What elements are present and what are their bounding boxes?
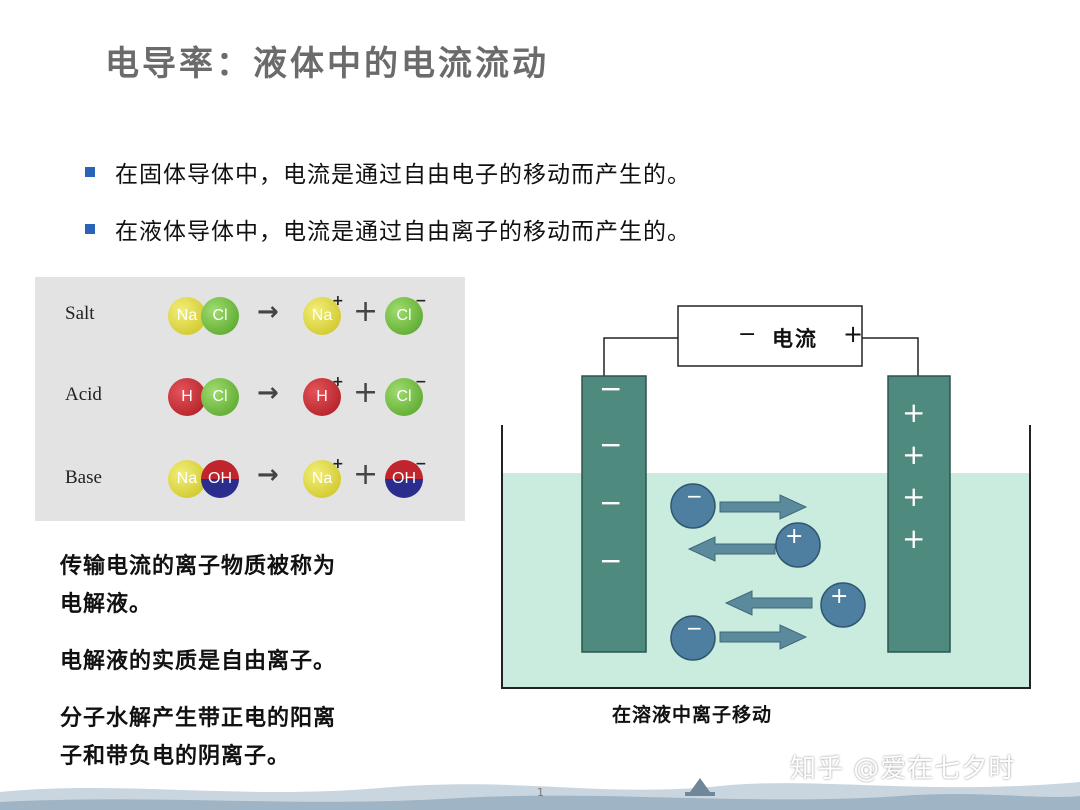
ion-cl: Cl [385, 378, 423, 416]
watermark: 知乎 @爱在七夕时 [790, 754, 1016, 784]
page-number: 1 [537, 786, 544, 799]
current-minus-sign: − [738, 322, 757, 347]
reaction-arrow: → [257, 378, 279, 408]
paragraph-line: 电解液的实质是自由离子。 [60, 649, 337, 674]
current-plus-sign: + [843, 320, 864, 348]
bullet-text-2: 在液体导体中，电流是通过自由离子的移动而产生的。 [115, 219, 691, 245]
atom-h: H [168, 378, 206, 416]
ion-charge: + [332, 293, 344, 309]
ion-oh: OH [385, 460, 423, 498]
right-electrode-sign: + [902, 522, 926, 555]
ion-charge: + [332, 374, 344, 390]
reaction-plus: + [353, 457, 379, 492]
anion [670, 483, 716, 529]
ion-charge: + [332, 456, 344, 472]
reaction-arrow: → [257, 297, 279, 327]
anion [670, 615, 716, 661]
left-electrode-sign: − [599, 372, 623, 405]
left-electrode [581, 375, 647, 653]
beaker [501, 425, 1031, 689]
reaction-plus: + [353, 375, 379, 410]
right-electrode-sign: + [902, 480, 926, 513]
ion-charge: − [415, 456, 427, 472]
ion-charge: − [415, 293, 427, 309]
paragraph-line: 子和带负电的阴离子。 [60, 744, 291, 769]
arrow-right-icon [719, 624, 808, 650]
page-title: 电导率：液体中的电流流动 [105, 44, 549, 84]
bullet-item-2: 在液体导体中，电流是通过自由离子的移动而产生的。 [85, 212, 691, 246]
reaction-plus: + [353, 294, 379, 329]
reaction-arrow: → [257, 460, 279, 490]
left-electrode-sign: − [599, 486, 623, 519]
arrow-left-icon [724, 590, 813, 616]
atom-cl: Cl [201, 378, 239, 416]
ion-na: Na [303, 460, 341, 498]
paragraph-line: 电解液。 [60, 592, 153, 617]
left-electrode-sign: − [599, 544, 623, 577]
atom-na: Na [168, 297, 206, 335]
cation [820, 582, 866, 628]
reaction-label-salt: Salt [65, 303, 95, 324]
ion-cl: Cl [385, 297, 423, 335]
current-box [677, 305, 863, 367]
diagram-caption: 在溶液中离子移动 [612, 704, 773, 726]
bullet-text-1: 在固体导体中，电流是通过自由电子的移动而产生的。 [115, 162, 691, 188]
reaction-label-base: Base [65, 467, 102, 488]
right-electrode-sign: + [902, 396, 926, 429]
bullet-item-1: 在固体导体中，电流是通过自由电子的移动而产生的。 [85, 155, 691, 189]
arrow-right-icon [719, 494, 808, 520]
ion-na: Na [303, 297, 341, 335]
atom-cl: Cl [201, 297, 239, 335]
bullet-marker [85, 166, 95, 177]
atom-oh: OH [201, 460, 239, 498]
atom-na: Na [168, 460, 206, 498]
ion-h: H [303, 378, 341, 416]
arrow-left-icon [687, 536, 776, 562]
anion-sign: − [686, 616, 703, 640]
paragraph-line: 传输电流的离子物质被称为 [60, 554, 337, 579]
ion-charge: − [415, 374, 427, 390]
current-label: 电流 [772, 327, 818, 351]
cation-sign: + [785, 524, 804, 549]
reaction-label-acid: Acid [65, 384, 102, 405]
right-electrode-sign: + [902, 438, 926, 471]
cation-sign: + [830, 584, 849, 609]
right-electrode [887, 375, 951, 653]
reaction-panel: Salt Na Cl → Na + + Cl − Acid H Cl → H +… [35, 277, 465, 521]
anion-sign: − [686, 484, 703, 508]
wire-right [862, 337, 919, 376]
bullet-marker [85, 223, 95, 234]
footer-landscape [0, 778, 1080, 810]
cation [775, 522, 821, 568]
left-electrode-sign: − [599, 428, 623, 461]
wire-left [603, 337, 678, 376]
paragraph-line: 分子水解产生带正电的阳离 [60, 706, 337, 731]
